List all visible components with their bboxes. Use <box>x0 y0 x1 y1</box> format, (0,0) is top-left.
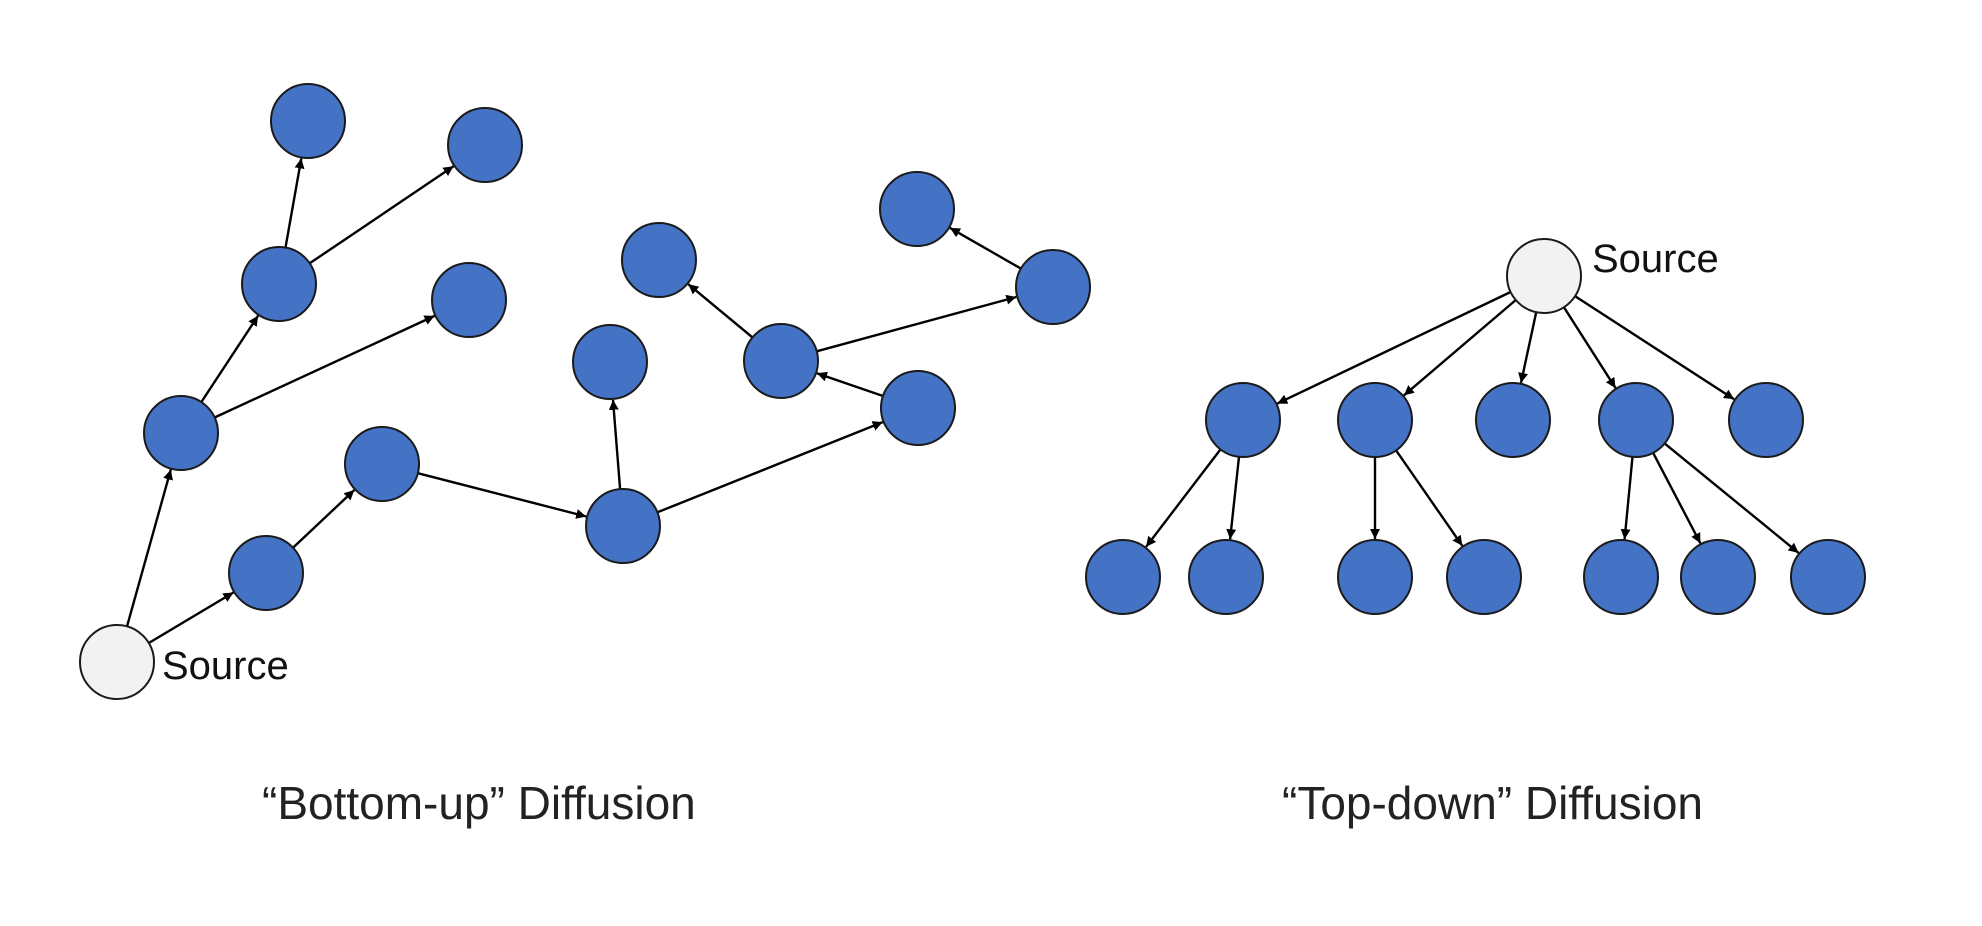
top-down-node-D <box>1598 382 1674 458</box>
top-down-source-label: Source <box>1592 237 1719 281</box>
top-down-edge-D-D2 <box>1652 452 1702 544</box>
top-down-node-A1 <box>1085 539 1161 615</box>
bottom-up-node-d <box>585 488 661 564</box>
bottom-up-edge-a-h <box>214 314 436 419</box>
top-down-node-D2 <box>1680 539 1756 615</box>
bottom-up-node-l <box>621 222 697 298</box>
top-down-node-C <box>1475 382 1551 458</box>
bottom-up-node-e <box>241 246 317 322</box>
bottom-up-edge-s-a <box>125 469 173 627</box>
top-down-node-E <box>1728 382 1804 458</box>
bottom-up-node-g <box>447 107 523 183</box>
top-down-node-B2 <box>1446 539 1522 615</box>
bottom-up-node-a <box>143 395 219 471</box>
top-down-node-B <box>1337 382 1413 458</box>
bottom-up-edge-k-m <box>816 294 1017 353</box>
top-down-edge-S-D <box>1562 306 1617 389</box>
bottom-up-edge-d-i <box>608 399 622 490</box>
top-down-edge-S-B <box>1403 299 1517 397</box>
top-down-edge-A-A1 <box>1145 448 1222 548</box>
bottom-up-edge-a-e <box>200 315 260 403</box>
top-down-node-A2 <box>1188 539 1264 615</box>
nodes-layer <box>79 83 1866 700</box>
top-down-edge-S-C <box>1518 311 1538 384</box>
bottom-up-source-node <box>79 624 155 700</box>
top-down-edge-S-A <box>1276 290 1512 405</box>
bottom-up-edge-e-f <box>284 158 305 248</box>
bottom-up-edge-m-n <box>949 226 1022 270</box>
bottom-up-edge-j-k <box>816 371 884 398</box>
bottom-up-node-k <box>743 323 819 399</box>
bottom-up-source-label: Source <box>162 644 289 688</box>
bottom-up-node-n <box>879 171 955 247</box>
bottom-up-edge-e-g <box>309 165 455 265</box>
bottom-up-node-c <box>344 426 420 502</box>
top-down-edge-A-A2 <box>1226 456 1241 540</box>
bottom-up-edge-k-l <box>687 283 754 339</box>
edges-layer <box>125 158 1800 645</box>
bottom-up-node-m <box>1015 249 1091 325</box>
top-down-caption: “Top-down” Diffusion <box>1282 777 1704 829</box>
top-down-edge-S-E <box>1574 295 1735 401</box>
bottom-up-edge-b-c <box>292 489 356 549</box>
bottom-up-node-j <box>880 370 956 446</box>
top-down-source-node <box>1506 238 1582 314</box>
bottom-up-node-f <box>270 83 346 159</box>
top-down-node-B1 <box>1337 539 1413 615</box>
top-down-node-D1 <box>1583 539 1659 615</box>
bottom-up-edge-c-d <box>417 472 587 519</box>
top-down-node-D3 <box>1790 539 1866 615</box>
bottom-up-node-h <box>431 262 507 338</box>
bottom-up-caption: “Bottom-up” Diffusion <box>262 777 696 829</box>
bottom-up-node-b <box>228 535 304 611</box>
top-down-node-A <box>1205 382 1281 458</box>
bottom-up-node-i <box>572 324 648 400</box>
top-down-edge-D-D1 <box>1620 456 1634 540</box>
top-down-edge-B-B2 <box>1395 449 1464 547</box>
bottom-up-edge-s-b <box>148 591 235 645</box>
bottom-up-edge-d-j <box>656 420 884 514</box>
top-down-edge-D-D3 <box>1663 442 1800 554</box>
